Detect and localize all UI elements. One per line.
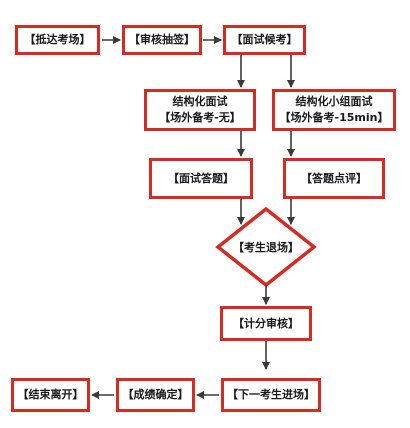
node-comment: 【答题点评】 (283, 158, 385, 199)
node-structured-line2: 【场外备考-无】 (159, 111, 241, 124)
node-score-review: 【计分审核】 (220, 306, 312, 341)
node-answer: 【面试答题】 (149, 158, 253, 199)
node-exit: 【考生退场】 (228, 237, 304, 257)
node-comment-label: 【答题点评】 (301, 171, 367, 185)
node-structured-line1: 结构化面试 (172, 95, 228, 108)
node-structured-interview: 结构化面试 【场外备考-无】 (144, 89, 256, 131)
node-finish-leave-label: 【结束离开】 (17, 388, 84, 401)
node-next-candidate-label: 【下一考生进场】 (227, 388, 315, 401)
node-group-interview: 结构化小组面试 【场外备考-15min】 (272, 89, 396, 131)
node-next-candidate: 【下一考生进场】 (221, 378, 321, 412)
node-wait-label: 【面试候考】 (231, 33, 298, 46)
node-finish-leave: 【结束离开】 (11, 378, 90, 412)
node-confirm-result-label: 【成绩确定】 (122, 388, 189, 401)
node-arrive: 【抵达考场】 (15, 25, 100, 55)
node-review-draw-label: 【审核抽签】 (129, 33, 195, 46)
node-group-line1: 结构化小组面试 (295, 95, 373, 108)
node-answer-label: 【面试答题】 (168, 171, 234, 185)
node-review-draw: 【审核抽签】 (122, 25, 202, 55)
node-confirm-result: 【成绩确定】 (116, 378, 195, 412)
node-score-review-label: 【计分审核】 (233, 316, 299, 330)
node-wait: 【面试候考】 (223, 25, 306, 55)
node-arrive-label: 【抵达考场】 (24, 33, 91, 46)
node-exit-label: 【考生退场】 (233, 241, 299, 254)
node-group-line2: 【场外备考-15min】 (279, 111, 389, 124)
